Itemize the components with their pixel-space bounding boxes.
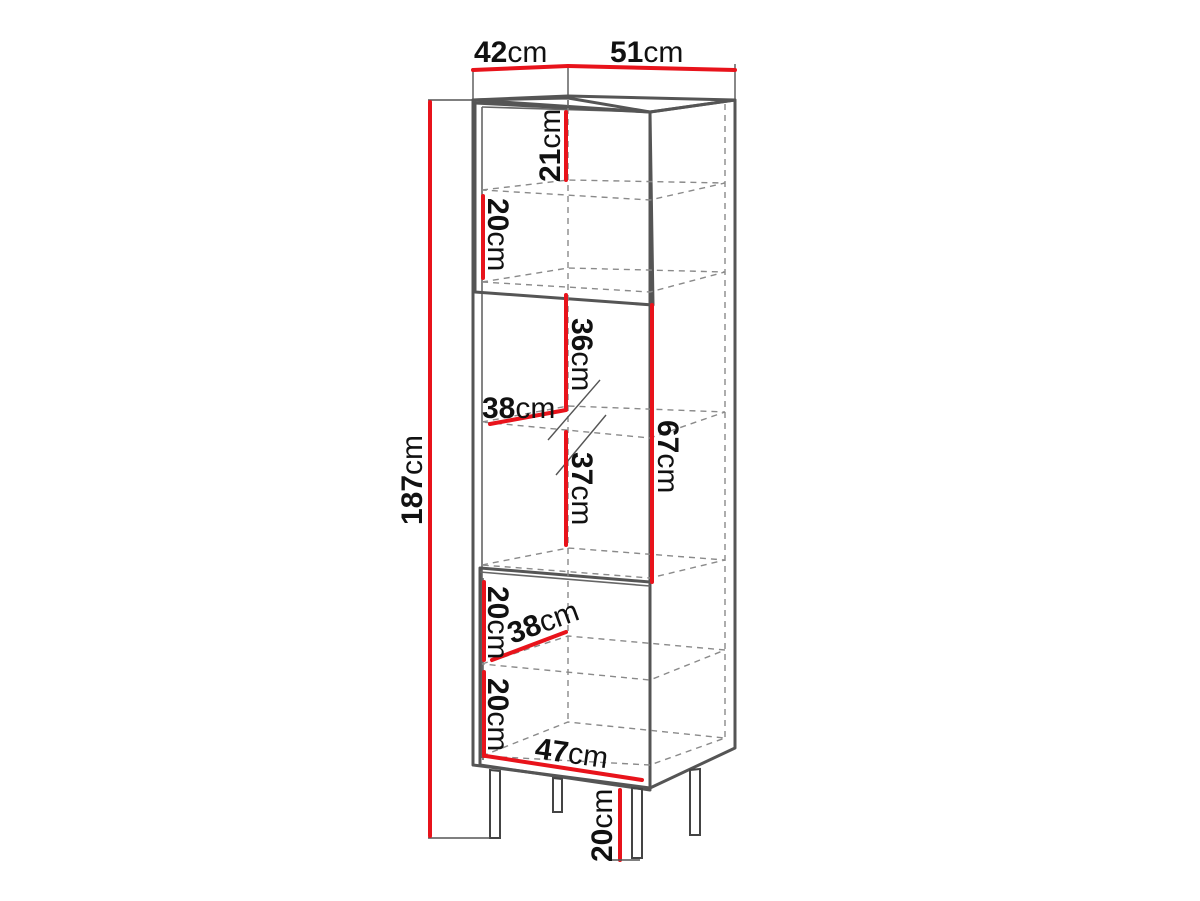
dimension-labels: 42cm 51cm 187cm 21cm 20cm 36cm 38cm 37cm… xyxy=(396,36,684,862)
lower-upper-label: 20cm xyxy=(481,586,514,659)
leg-front-left xyxy=(489,768,501,839)
top-upper-label: 21cm xyxy=(534,109,567,182)
middle-upper-label: 36cm xyxy=(565,318,598,391)
middle-depth-line xyxy=(488,408,568,426)
inner-width-line xyxy=(484,754,644,782)
middle-lower-label: 37cm xyxy=(565,452,598,525)
dimension-lines xyxy=(428,64,737,862)
lower-lower-label: 20cm xyxy=(481,678,514,751)
leg-back-right xyxy=(689,767,701,836)
shelves xyxy=(481,104,726,766)
shelf-6 xyxy=(481,721,726,766)
lower-door-top-edge xyxy=(479,571,651,587)
depth-dimension-line xyxy=(471,64,570,72)
depth-label: 42cm xyxy=(474,36,547,69)
width-label: 51cm xyxy=(610,36,683,69)
lower-depth-line xyxy=(490,630,568,662)
shelf-2 xyxy=(481,267,726,293)
cabinet-legs xyxy=(489,767,701,859)
shelf-1 xyxy=(481,179,726,201)
lower-door xyxy=(478,566,652,792)
break-mark-1 xyxy=(547,379,601,441)
inner-width-label: 47cm xyxy=(533,732,610,775)
leg-front-right xyxy=(631,786,643,859)
leg-back-left xyxy=(552,776,563,813)
leg-height-label: 20cm xyxy=(586,789,619,862)
shelf-5 xyxy=(481,635,726,681)
total-height-label: 187cm xyxy=(396,435,429,525)
middle-total-label: 67cm xyxy=(651,420,684,493)
shelf-4 xyxy=(481,547,726,579)
width-dimension-line xyxy=(566,64,737,72)
middle-depth-label: 38cm xyxy=(482,392,555,425)
top-lower-label: 20cm xyxy=(481,198,514,271)
